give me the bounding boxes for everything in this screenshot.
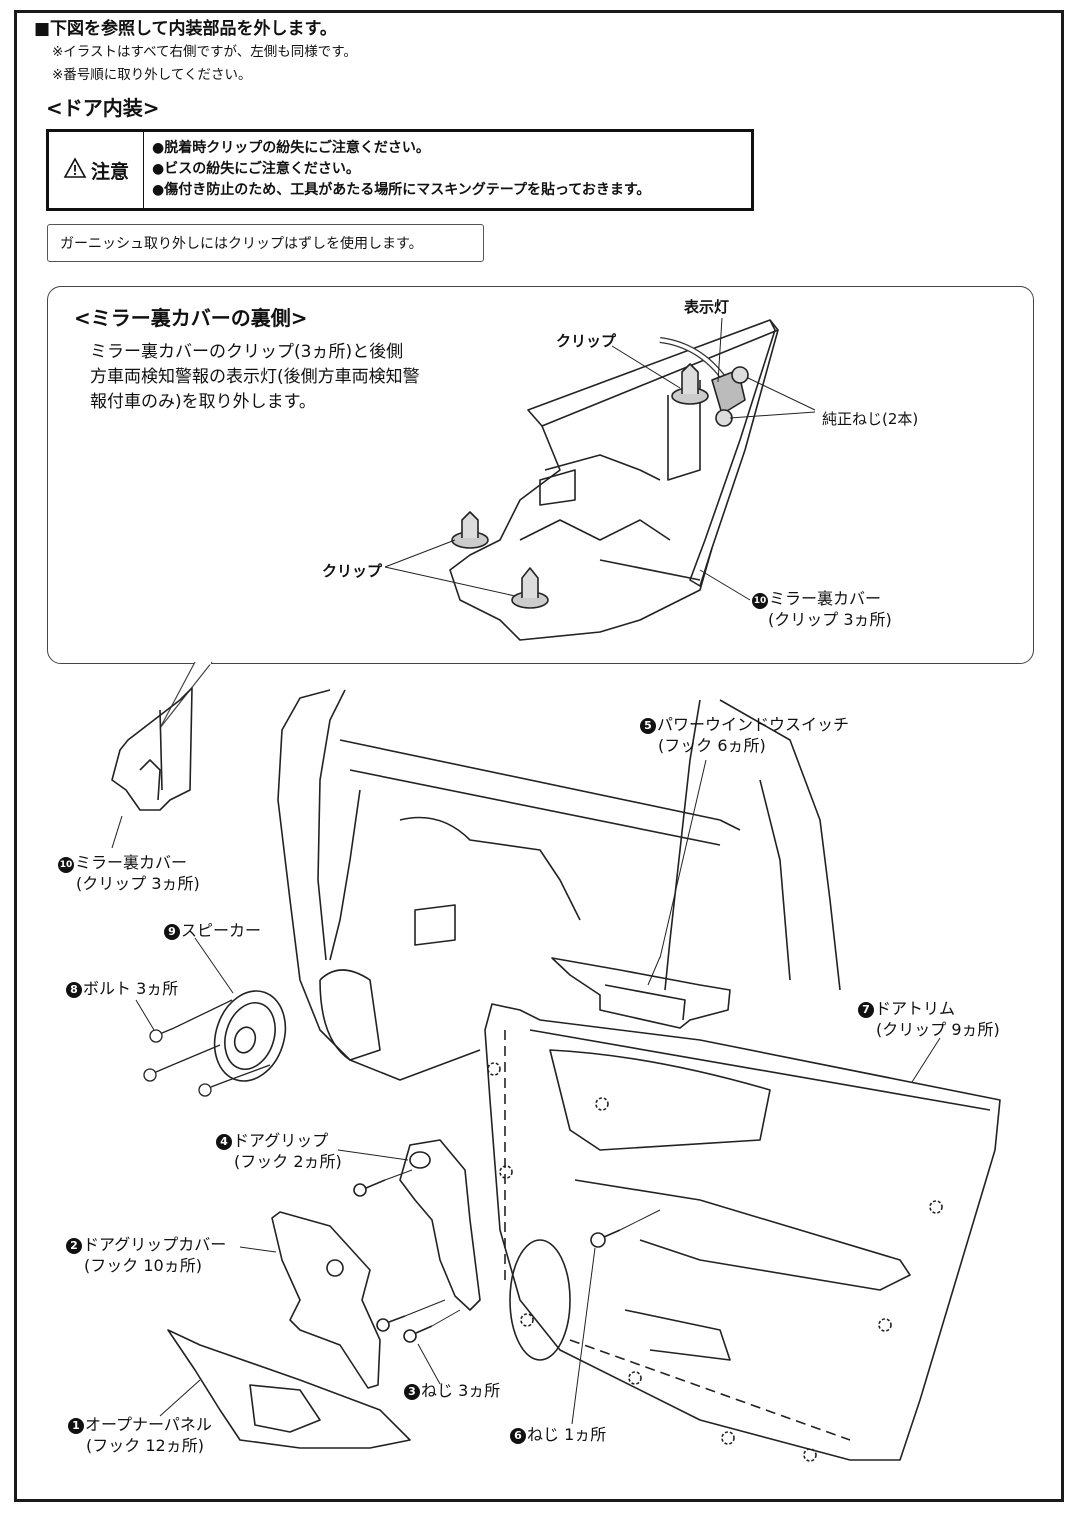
detail-title: <ミラー裏カバーの裏側> (74, 306, 308, 330)
door-trim-drawing (484, 1003, 1001, 1462)
callout-clip-top: クリップ (556, 332, 617, 350)
section-title: <ドア内装> (46, 96, 160, 120)
detail-callout-bubble (47, 286, 1034, 664)
page-title: ■下図を参照して内装部品を外します。 (34, 19, 337, 39)
caution-items: ●脱着時クリップの紛失にご注意ください。 ●ビスの紛失にご注意ください。 ●傷付… (144, 132, 650, 208)
caution-label-cell: 注意 (49, 132, 144, 208)
speaker-drawing (194, 937, 287, 1082)
bolts-drawing (135, 999, 271, 1097)
note-order: ※番号順に取り外してください。 (52, 67, 252, 83)
door-body-drawing (277, 689, 841, 1081)
caution-box: 注意 ●脱着時クリップの紛失にご注意ください。 ●ビスの紛失にご注意ください。 … (46, 129, 754, 211)
screw-6-drawing (571, 1209, 661, 1425)
note-right-side: ※イラストはすべて右側ですが、左側も同様です。 (52, 44, 357, 60)
mirror-cover-detail-drawing (384, 317, 816, 641)
door-grip-drawing (337, 1139, 481, 1385)
detail-description: ミラー裏カバーのクリップ(3ヵ所)と後側方車両検知警報の表示灯(後側方車両検知警… (90, 342, 420, 412)
part-number-badge: 10 (752, 593, 768, 609)
tip-box: ガーニッシュ取り外しにはクリップはずしを使用します。 (47, 224, 484, 262)
callout-indicator: 表示灯 (684, 298, 730, 316)
power-window-switch-drawing (551, 956, 731, 1029)
callout-screws: 純正ねじ(2本) (822, 410, 919, 428)
caution-item: ●傷付き防止のため、工具があたる場所にマスキングテープを貼っておきます。 (152, 182, 651, 198)
caution-item: ●脱着時クリップの紛失にご注意ください。 (152, 140, 430, 156)
opener-panel-drawing (159, 1329, 411, 1449)
door-grip-cover-drawing (239, 1211, 381, 1389)
page-frame (14, 10, 1064, 1502)
warning-triangle-icon (63, 156, 87, 184)
caution-label: 注意 (90, 160, 129, 183)
mirror-cover-part-drawing (111, 687, 193, 849)
callout-clip-bottom: クリップ (322, 562, 383, 580)
caution-item: ●ビスの紛失にご注意ください。 (152, 161, 360, 177)
